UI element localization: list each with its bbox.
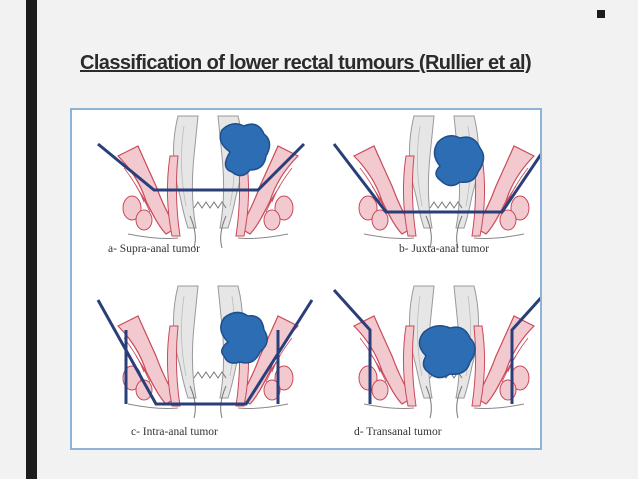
corner-square-decoration <box>597 10 605 18</box>
resection-line-b <box>332 143 540 214</box>
tumor-shape-d <box>418 325 476 379</box>
panel-d-diagram <box>332 285 540 419</box>
panel-a-diagram <box>97 115 306 249</box>
slide-title: Classification of lower rectal tumours (… <box>80 52 532 74</box>
rectal-tumour-classification-figure: a- Supra-anal tumor b- Juxta-anal tumor … <box>70 108 542 450</box>
tumor-shape-a <box>219 123 271 177</box>
caption-panel-b: b- Juxta-anal tumor <box>399 243 490 255</box>
resection-line-a <box>97 142 306 192</box>
caption-panel-c: c- Intra-anal tumor <box>131 426 218 438</box>
resection-line-d <box>332 288 540 404</box>
accent-bar <box>26 0 37 479</box>
panel-b-diagram <box>332 115 540 249</box>
tumor-shape-b <box>433 135 485 187</box>
caption-panel-d: d- Transanal tumor <box>354 426 442 438</box>
caption-panel-a: a- Supra-anal tumor <box>108 243 200 255</box>
diagram-canvas <box>96 115 540 419</box>
tumor-shape-c <box>220 311 268 364</box>
panel-c-diagram <box>96 285 314 419</box>
